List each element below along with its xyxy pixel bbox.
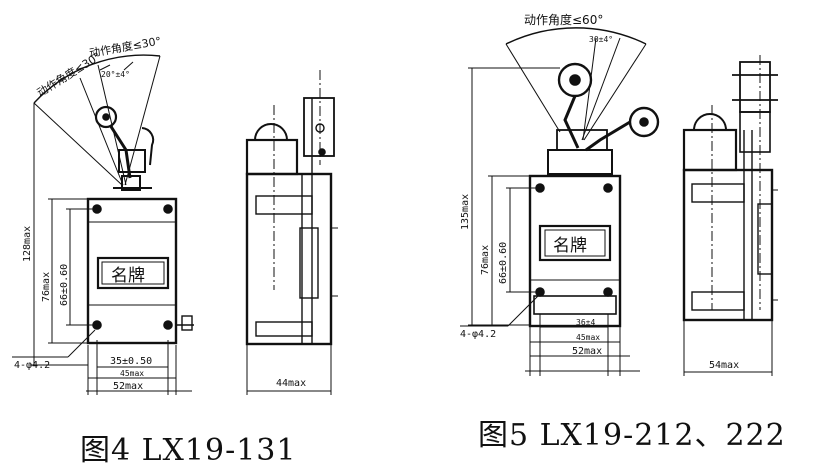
fig4-height-total: 128max (22, 226, 33, 262)
fig5-angle-label: 动作角度≤60° (524, 12, 603, 27)
fig5-side-view (682, 55, 778, 376)
fig5-width-body: 45max (576, 333, 600, 342)
fig5-caption: 图5 LX19-212、222 (478, 418, 786, 453)
fig4-nameplate-text: 名牌 (111, 266, 145, 286)
fig5-height-total: 135max (460, 194, 471, 230)
fig5-width-holes: 36±4 (576, 318, 595, 327)
fig5-body (528, 174, 622, 328)
fig5-side-width: 54max (709, 360, 739, 371)
fig5-nameplate (538, 224, 612, 262)
fig4-side-width: 44max (276, 378, 306, 389)
fig5-front-view (460, 27, 660, 376)
fig4-body (86, 197, 178, 345)
fig4-side-view (245, 70, 338, 395)
fig5-holes-label: 4-φ4.2 (460, 329, 496, 340)
fig4-width-holes: 35±0.50 (110, 356, 152, 367)
fig5-nameplate-text: 名牌 (553, 236, 587, 256)
fig4-width-body: 45max (120, 369, 144, 378)
fig5-angle-small-label: 30±4° (589, 35, 613, 44)
fig5-angle-arc (505, 27, 647, 45)
fig4-height-holes: 66±0.60 (59, 264, 70, 306)
fig5-height-body: 76max (480, 245, 491, 275)
fig4-angle-arc (33, 54, 161, 104)
fig4-height-body: 76max (41, 272, 52, 302)
fig4-holes-label: 4-φ4.2 (14, 360, 50, 371)
fig4-nameplate (96, 256, 170, 290)
fig4-width-total: 52max (113, 381, 143, 392)
fig4-front-view (12, 54, 194, 395)
fig5-width-total: 52max (572, 346, 602, 357)
fig4-caption: 图4 LX19-131 (80, 433, 297, 468)
fig5-height-holes: 66±0.60 (498, 242, 509, 284)
fig4-roller (94, 105, 118, 129)
fig4-angle-small-label: 20°±4° (101, 70, 130, 79)
